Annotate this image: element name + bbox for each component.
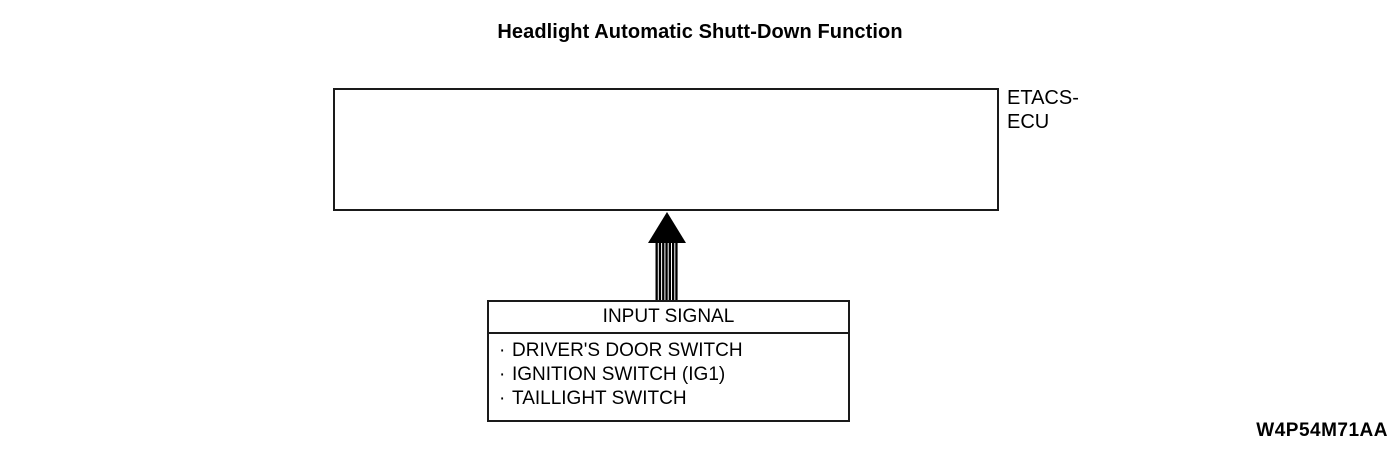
input-signal-list: · DRIVER'S DOOR SWITCH · IGNITION SWITCH… xyxy=(489,334,848,411)
bullet-icon: · xyxy=(499,388,506,409)
list-item: · TAILLIGHT SWITCH xyxy=(499,387,848,411)
list-item: · IGNITION SWITCH (IG1) xyxy=(499,363,848,387)
list-item-label: IGNITION SWITCH (IG1) xyxy=(512,364,726,385)
input-signal-header: INPUT SIGNAL xyxy=(489,302,848,334)
etacs-ecu-box xyxy=(333,88,999,211)
input-signal-box: INPUT SIGNAL · DRIVER'S DOOR SWITCH · IG… xyxy=(487,300,850,422)
input-signal-header-label: INPUT SIGNAL xyxy=(602,306,735,327)
page-title: Headlight Automatic Shutt-Down Function xyxy=(497,21,903,43)
bullet-icon: · xyxy=(499,364,506,385)
etacs-ecu-label: ETACS- ECU xyxy=(1007,87,1079,133)
drawing-code: W4P54M71AA xyxy=(1256,420,1388,441)
list-item-label: DRIVER'S DOOR SWITCH xyxy=(512,340,743,361)
multi-line-up-arrow-icon xyxy=(645,210,689,302)
list-item-label: TAILLIGHT SWITCH xyxy=(512,388,687,409)
list-item: · DRIVER'S DOOR SWITCH xyxy=(499,339,848,363)
bullet-icon: · xyxy=(499,340,506,361)
